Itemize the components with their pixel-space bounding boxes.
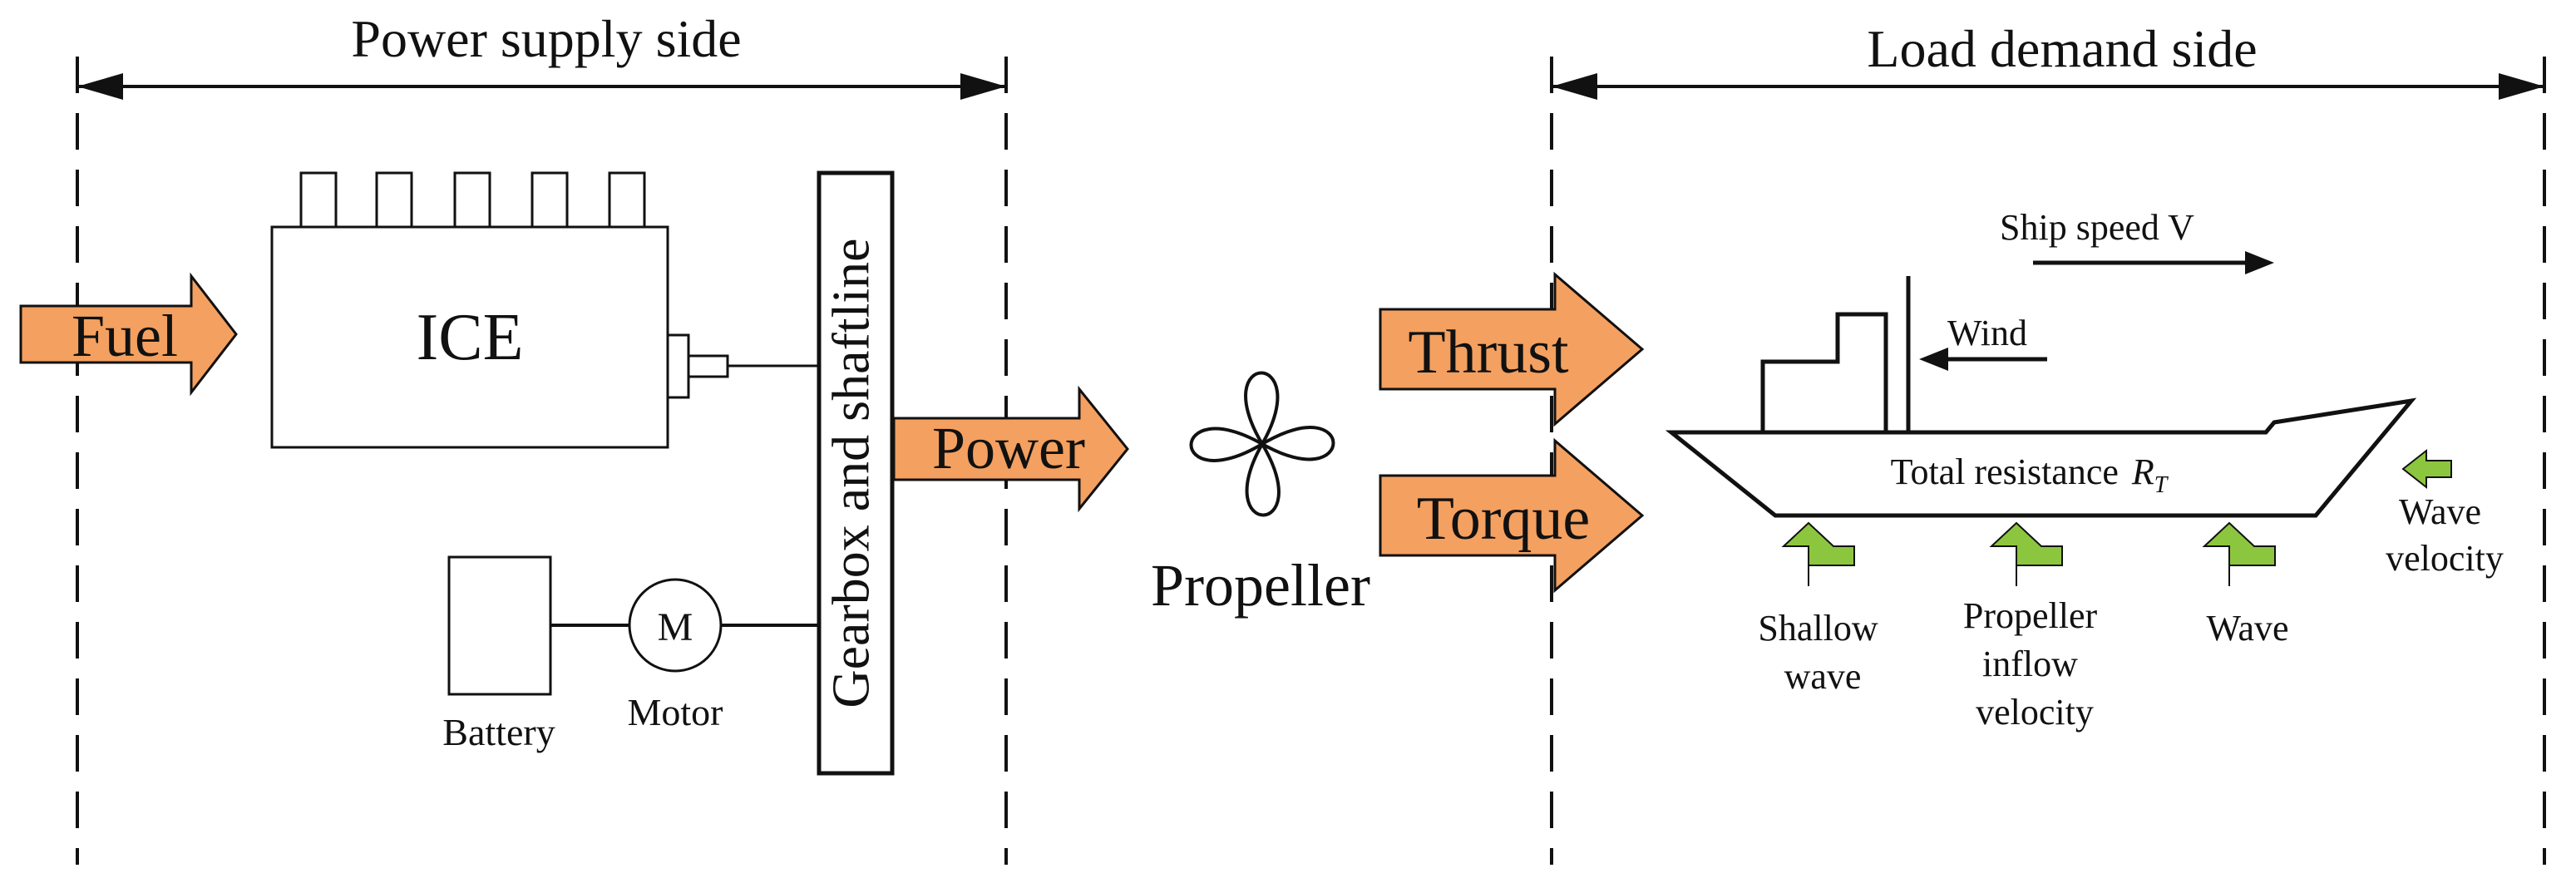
ship [1665, 276, 2417, 518]
ship-speed: Ship speed V [2000, 207, 2274, 274]
gearbox-box [817, 170, 895, 776]
wave-velocity-arrow [2401, 448, 2452, 490]
fuel-label: Fuel [72, 303, 178, 369]
power-arrow-shape [892, 385, 1129, 513]
wind: Wind [1919, 313, 2047, 371]
ship-speed-arrowhead [2245, 251, 2274, 274]
torque-arrow-shape [1379, 437, 1645, 594]
propeller-icon [1189, 371, 1335, 517]
supply-side-label: Power supply side [351, 9, 741, 68]
gearbox: Gearbox and shaftline [817, 170, 895, 776]
shallow-wave-label: Shallow wave [1758, 608, 1887, 697]
motor-symbol: M [658, 605, 693, 649]
power-arrow: Power [892, 385, 1129, 513]
battery-label: Battery [442, 711, 555, 753]
motor-label: Motor [628, 691, 723, 733]
electric-drive: M Battery Motor [442, 555, 819, 753]
demand-arrowhead-right [2499, 73, 2544, 100]
shallow-wave-arrow [1781, 521, 1855, 586]
supply-side-header: Power supply side [77, 9, 1006, 100]
ice-engine: ICE [270, 171, 819, 449]
supply-arrowhead-right [960, 73, 1006, 100]
propeller-inflow-arrow [1989, 521, 2063, 586]
power-label: Power [932, 415, 1085, 481]
engine-output-shaft [687, 354, 729, 378]
gearbox-label: Gearbox and shaftline [822, 238, 881, 708]
supply-arrowhead-left [77, 73, 123, 100]
propeller-label: Propeller [1151, 552, 1370, 619]
demand-arrowhead-left [1552, 73, 1597, 100]
thrust-arrow: Thrust [1379, 271, 1645, 427]
demand-side-label: Load demand side [1867, 19, 2257, 78]
demand-side-header: Load demand side [1552, 19, 2544, 100]
engine-cylinder-3 [453, 171, 491, 229]
battery-box [447, 555, 552, 696]
wave-arrow [2202, 521, 2276, 586]
wave-label: Wave [2206, 608, 2288, 649]
torque-label: Torque [1417, 485, 1591, 553]
engine-cylinder-1 [299, 171, 338, 229]
torque-arrow: Torque [1379, 437, 1645, 594]
disturbance-arrows [1781, 521, 2276, 586]
thrust-arrow-shape [1379, 271, 1645, 427]
fuel-arrow: Fuel [19, 272, 238, 397]
wind-arrowhead [1919, 348, 1948, 371]
propeller: Propeller [1151, 371, 1370, 619]
fuel-arrow-shape [19, 272, 238, 397]
wave-velocity-label: Wave velocity [2386, 491, 2504, 579]
ice-label: ICE [417, 301, 524, 374]
ship-superstructure [1760, 312, 1888, 432]
wind-label: Wind [1947, 313, 2027, 353]
engine-output-flange [666, 333, 690, 399]
thrust-label: Thrust [1408, 318, 1569, 387]
wave-velocity-arrow-shape [2401, 448, 2452, 490]
engine-cylinder-4 [530, 171, 569, 229]
engine-cylinder-5 [608, 171, 646, 229]
ship-hull [1665, 397, 2417, 518]
engine-block [270, 225, 669, 449]
propeller-inflow-label: Propeller inflow velocity [1963, 595, 2106, 733]
ship-speed-label: Ship speed V [2000, 207, 2194, 248]
engine-cylinder-2 [375, 171, 413, 229]
